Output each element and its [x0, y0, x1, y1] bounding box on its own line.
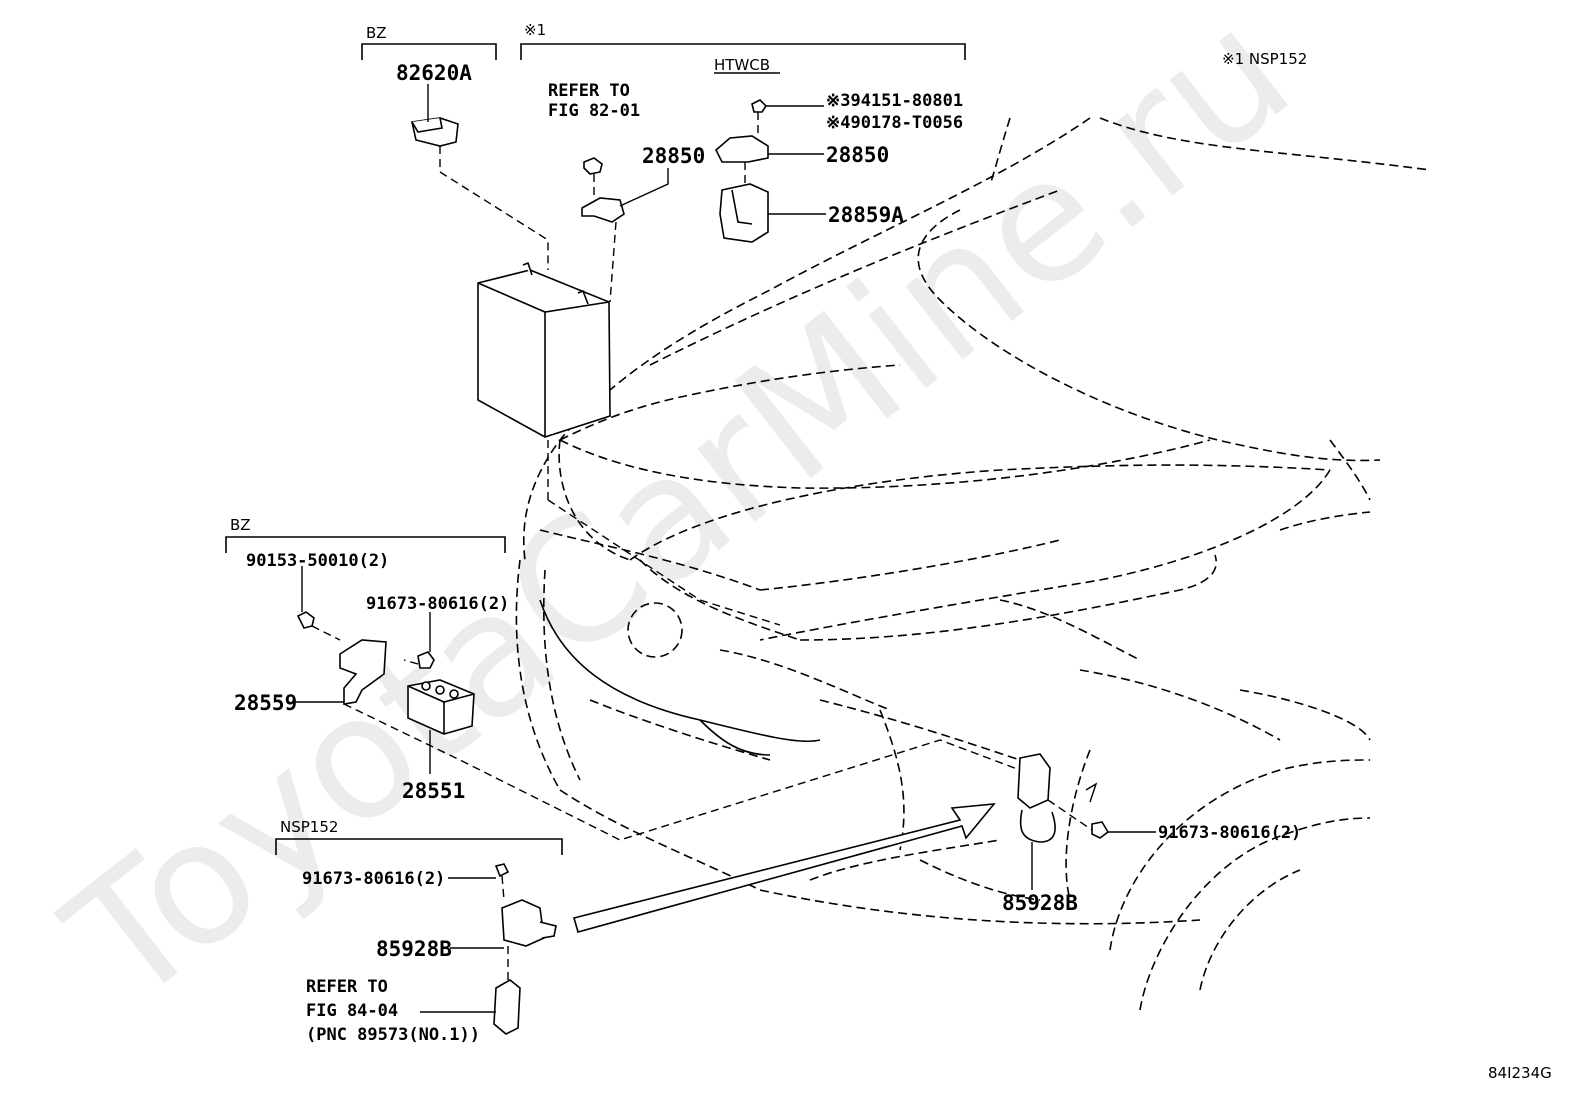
vehicle-solid-lines: [539, 599, 821, 756]
part-28850-left: 28850: [642, 144, 705, 168]
group-label-note1: ※1: [524, 21, 546, 39]
part-94151-80801: ※394151-80801: [826, 91, 963, 111]
part-90153-50010: 90153-50010(2): [246, 551, 389, 571]
part-91673-80616-mid: 91673-80616(2): [366, 594, 509, 614]
refer-fig-84-04-line1: REFER TO: [306, 977, 388, 997]
part-91673-80616-right: 91673-80616(2): [1158, 823, 1301, 843]
solid-leaders: [296, 84, 1156, 1013]
refer-fig-84-04-line3: (PNC 89573(NO.1)): [306, 1025, 480, 1045]
part-28859A: 28859A: [828, 203, 904, 227]
assembly-arrow: [573, 803, 996, 933]
labels: BZ ※1 HTWCB ※1 NSP152 BZ NSP152 82620A R…: [230, 21, 1552, 1082]
group-label-bz-top: BZ: [366, 24, 387, 42]
part-28559: 28559: [234, 691, 297, 715]
diagram-code: 84I234G: [1488, 1064, 1552, 1082]
group-label-bz-mid: BZ: [230, 516, 251, 534]
part-90178-T0056: ※490178-T0056: [826, 113, 963, 133]
vehicle-front-outline: [515, 117, 1431, 1011]
part-shapes: [296, 99, 1110, 1035]
part-85928B-right: 85928B: [1002, 891, 1078, 915]
group-label-htwcb: HTWCB: [714, 56, 770, 74]
refer-fig-82-01-line2: FIG 82-01: [548, 101, 640, 121]
group-brackets: [225, 43, 966, 855]
refer-fig-84-04-line2: FIG 84-04: [306, 1001, 398, 1021]
legend-note: ※1 NSP152: [1222, 50, 1307, 68]
group-label-nsp152: NSP152: [280, 818, 338, 836]
refer-fig-82-01-line1: REFER TO: [548, 81, 630, 101]
part-85928B-left: 85928B: [376, 937, 452, 961]
part-28850-right: 28850: [826, 143, 889, 167]
part-28551: 28551: [402, 779, 465, 803]
part-91673-80616-nsp: 91673-80616(2): [302, 869, 445, 889]
dashed-leaders: [311, 112, 1093, 980]
part-82620A: 82620A: [396, 61, 472, 85]
